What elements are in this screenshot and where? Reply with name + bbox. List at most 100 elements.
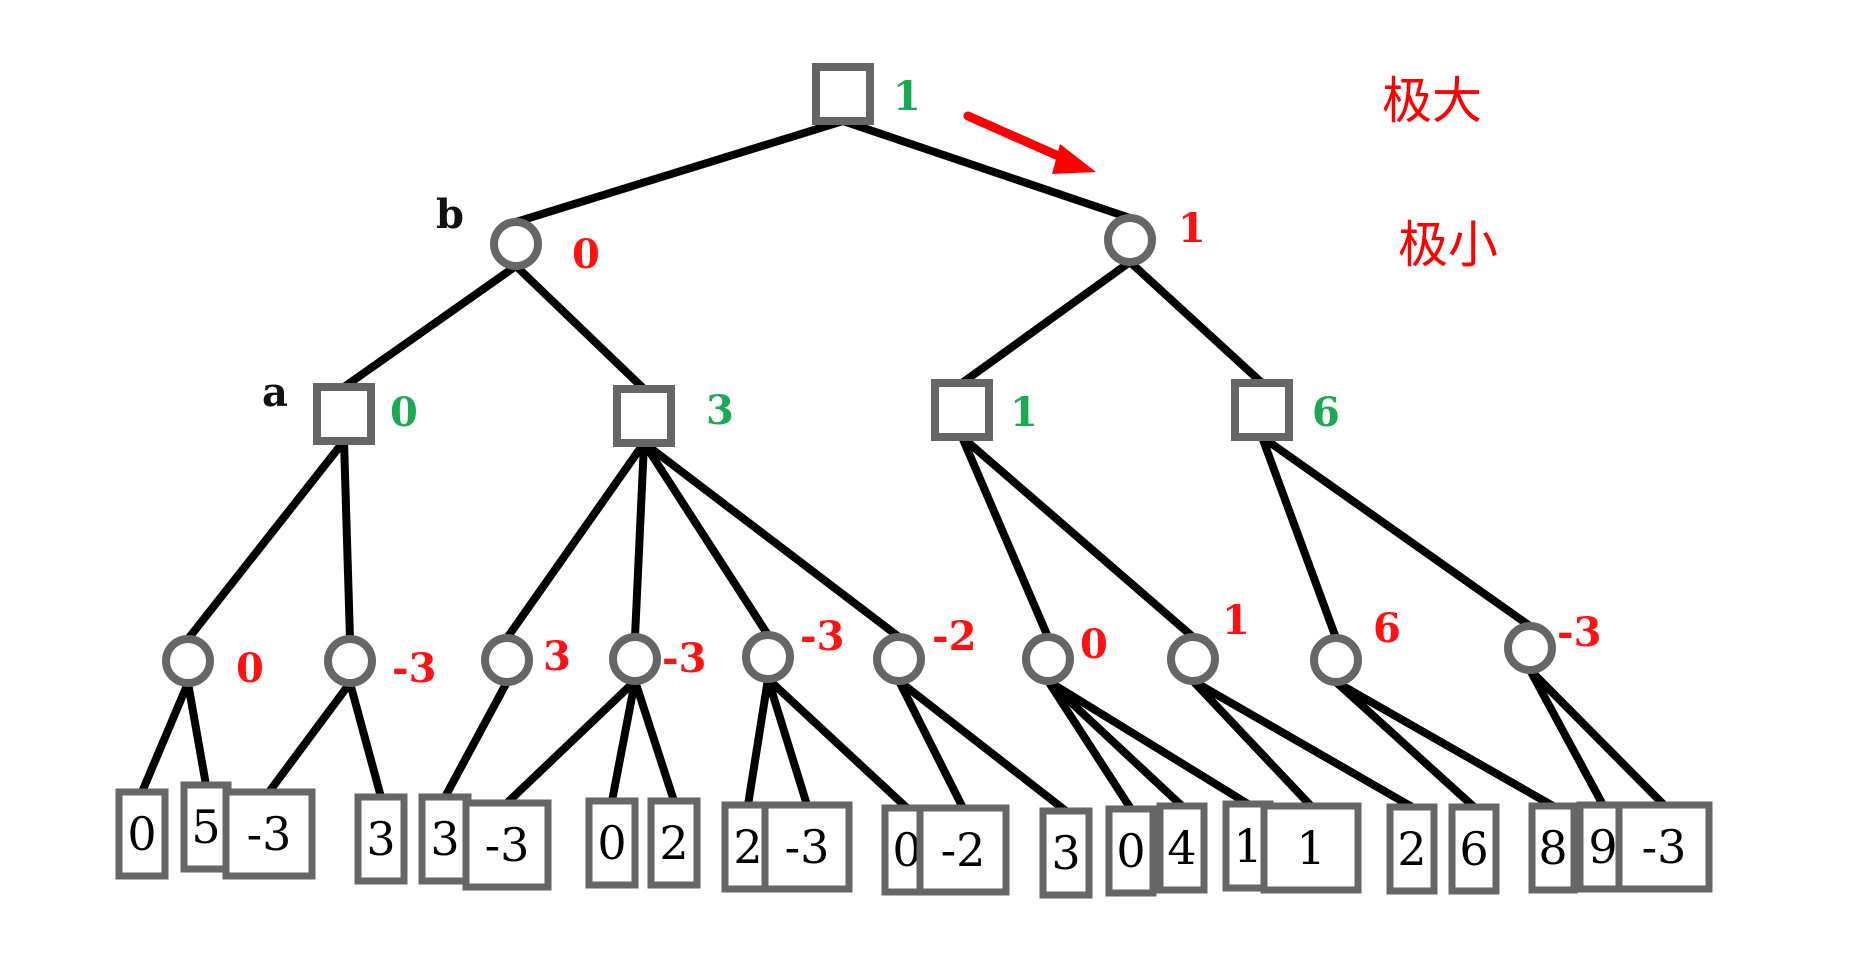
tree-edge <box>1126 258 1266 387</box>
tree-edge <box>503 677 639 807</box>
min-node-value: 3 <box>543 633 571 680</box>
tree-edge <box>1526 666 1668 809</box>
root-value: 1 <box>893 73 921 120</box>
tree-edge <box>744 675 772 809</box>
move-arrow-icon <box>963 111 1077 167</box>
tree-edge <box>958 258 1134 387</box>
min-node-level1 <box>1104 214 1156 266</box>
leaf-box <box>180 781 232 873</box>
leaf-box <box>354 793 408 885</box>
leaf-value: 0 <box>597 816 626 870</box>
tree-edge <box>1189 677 1315 810</box>
annotations: 极大 极小 <box>963 72 1498 274</box>
leaf-box <box>115 788 169 880</box>
max-node-level2 <box>313 383 375 445</box>
tree-edge <box>340 262 520 391</box>
tree-edge <box>1044 677 1135 813</box>
min-node-level3 <box>1504 622 1556 674</box>
tree-edge <box>1044 677 1186 810</box>
max-node-value: 1 <box>1010 389 1038 436</box>
leaf-box <box>916 804 1010 896</box>
tree-edge <box>1189 677 1416 811</box>
tree-edge <box>503 439 648 642</box>
tree-edge <box>895 677 967 812</box>
leaf-box <box>647 797 701 889</box>
leaf-box <box>761 801 853 893</box>
min-node-level3 <box>481 634 533 686</box>
leaf-value: 3 <box>1051 826 1080 880</box>
tree-edge <box>1526 666 1607 809</box>
leaf-box <box>1105 805 1157 897</box>
tree-edge <box>265 679 354 796</box>
leaf-value: 1 <box>1296 821 1325 875</box>
tree-edge <box>631 439 648 641</box>
max-level-label: 极大 <box>1382 72 1482 130</box>
tree-edge <box>640 439 772 639</box>
tree-edge <box>512 117 847 226</box>
leaf-value: -2 <box>941 823 986 877</box>
max-node-level2 <box>931 379 993 441</box>
max-node-level2 <box>613 385 675 447</box>
leaf-box <box>222 788 316 880</box>
tree-edge <box>138 679 192 796</box>
tree-edge <box>764 675 811 809</box>
leaf-value: 2 <box>659 816 688 870</box>
max-node-value: 3 <box>706 387 734 434</box>
min-node-value: 0 <box>1080 621 1108 668</box>
min-node-level3 <box>1310 634 1362 686</box>
min-node-value: 1 <box>1222 597 1250 644</box>
tree-edge <box>608 677 639 805</box>
leaf-box <box>1039 807 1093 899</box>
tree-edge <box>895 677 1070 815</box>
max-node-level2 <box>1231 379 1293 441</box>
tree-edge <box>340 437 354 643</box>
leaf-box <box>1615 801 1713 893</box>
tree-edges <box>138 117 1668 815</box>
leaf-box <box>1528 802 1578 894</box>
leaf-value: -3 <box>1642 820 1687 874</box>
max-node-value: 6 <box>1312 389 1340 436</box>
leaf-value: 1 <box>1233 819 1262 873</box>
tree-edge <box>1332 678 1557 810</box>
min-node-value: 6 <box>1373 605 1401 652</box>
leaf-value: -3 <box>247 807 292 861</box>
root-max-node <box>812 63 874 125</box>
tree-edge <box>1258 433 1534 630</box>
min-node-level3 <box>742 631 794 683</box>
max-node-value: 0 <box>390 389 418 436</box>
tree-edge <box>958 433 1197 641</box>
leaf-box <box>585 797 639 889</box>
tree-edge <box>512 262 648 393</box>
min-node-level3 <box>324 635 376 687</box>
tree-edge <box>1332 678 1478 811</box>
move-arrow-head-icon <box>1052 144 1096 174</box>
tree-edge <box>346 679 385 801</box>
min-level-label: 极小 <box>1398 216 1498 274</box>
leaf-box <box>1386 803 1438 895</box>
min-node-level3 <box>609 633 661 685</box>
leaf-value: 9 <box>1588 820 1617 874</box>
min-node-value: -3 <box>800 613 844 660</box>
min-node-value: 0 <box>572 231 600 278</box>
min-node-level3 <box>162 635 214 687</box>
tree-edge <box>441 678 511 801</box>
tree-edge <box>184 437 348 643</box>
leaf-value: -3 <box>785 820 830 874</box>
tree-edge <box>958 433 1052 641</box>
leaf-value: -3 <box>485 818 530 872</box>
leaf-value: 3 <box>430 812 459 866</box>
leaf-value: 0 <box>1116 824 1145 878</box>
min-node-value: 1 <box>1178 205 1206 252</box>
leaf-box <box>1260 802 1362 894</box>
tree-edge <box>631 677 678 805</box>
leaf-value: 2 <box>733 820 762 874</box>
min-node-value: 0 <box>236 645 264 692</box>
min-node-value: -3 <box>662 635 706 682</box>
tree-edge <box>1258 433 1340 642</box>
node-letter-a: a <box>262 369 288 416</box>
tree-edge <box>839 117 1134 222</box>
tree-edge <box>640 439 903 641</box>
leaf-value: 8 <box>1538 821 1567 875</box>
